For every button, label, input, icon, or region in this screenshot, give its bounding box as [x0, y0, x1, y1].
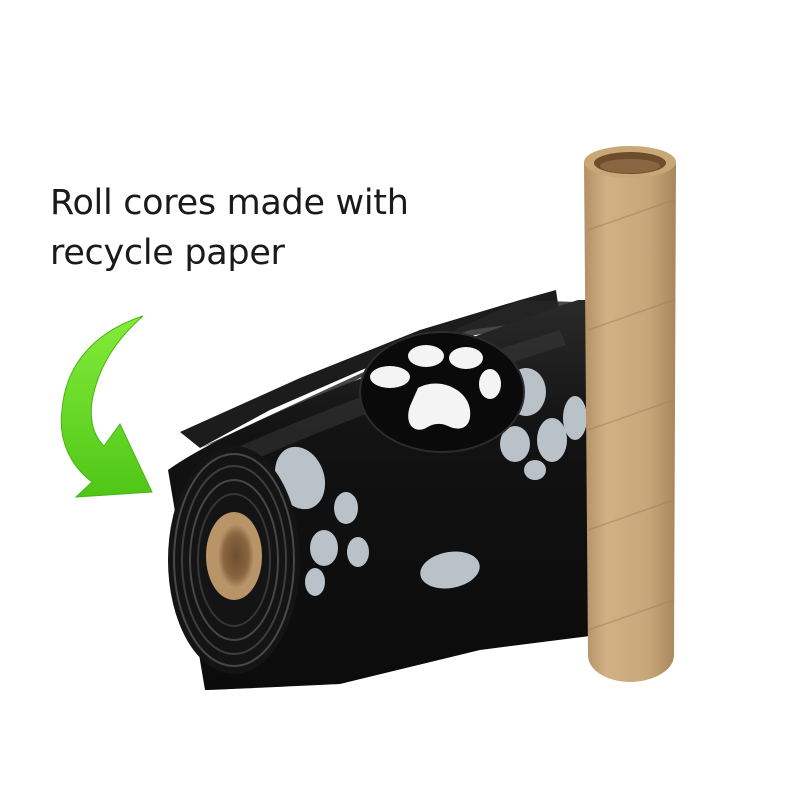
caption-line-2: recycle paper: [50, 233, 285, 273]
paw-sticker: [359, 331, 525, 453]
caption: Roll cores made with recycle paper: [50, 178, 470, 278]
paw-print-icon: [370, 345, 501, 430]
roll-end: [168, 446, 300, 674]
bag-roll: [168, 290, 596, 690]
curved-arrow-icon: [60, 315, 153, 498]
paper-roll-core: [584, 146, 676, 682]
caption-line-1: Roll cores made with: [50, 183, 409, 223]
